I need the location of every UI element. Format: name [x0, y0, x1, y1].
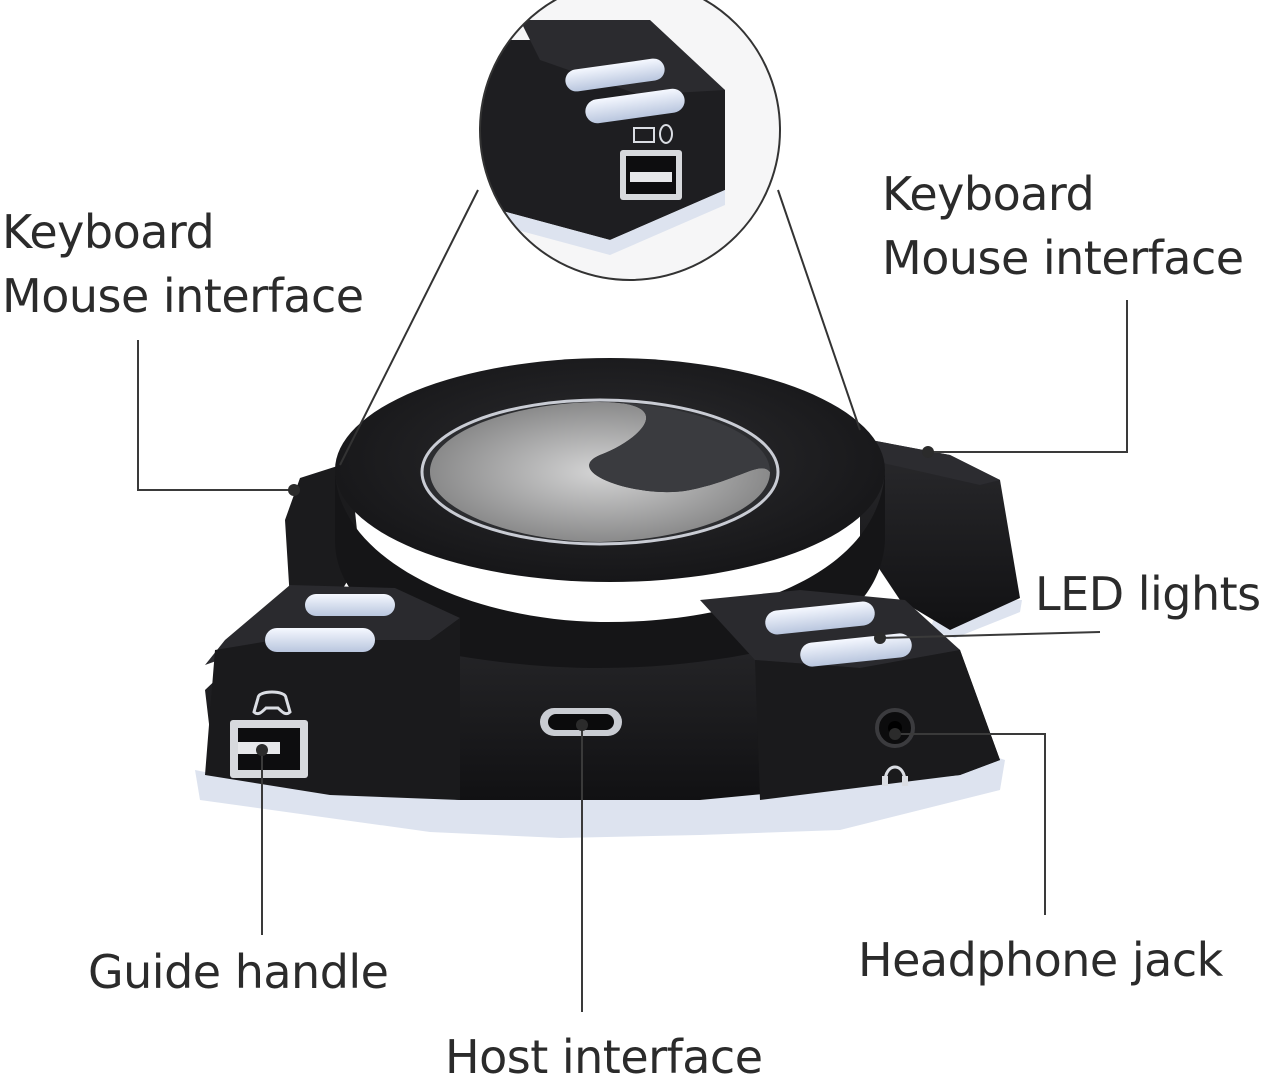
- gamepad-icon: [252, 690, 292, 716]
- leader-dots: [256, 446, 934, 756]
- leader-led: [879, 631, 1101, 639]
- label-keyboard-mouse-right-line1: Keyboard: [882, 167, 1095, 221]
- right-back-arm: [860, 438, 1020, 630]
- zoom-circle-frame: [479, 0, 781, 281]
- right-back-arm-top: [860, 438, 1000, 485]
- leader-top-right: [928, 300, 1128, 453]
- zoom-line-left: [339, 189, 479, 466]
- yin-yang-logo: [420, 398, 780, 546]
- label-keyboard-mouse-left-line2: Mouse interface: [2, 269, 364, 323]
- label-guide-handle: Guide handle: [88, 945, 389, 999]
- keyboard-mouse-icon: [633, 124, 673, 144]
- led-bar-1: [305, 594, 395, 616]
- base-glow-rim: [195, 745, 1005, 838]
- zoom-arm-top: [520, 20, 725, 95]
- label-headphone-jack: Headphone jack: [858, 933, 1223, 987]
- guide-handle-usb-port: [230, 720, 308, 778]
- label-keyboard-mouse-right-line2: Mouse interface: [882, 231, 1244, 285]
- leader-top-left: [137, 340, 294, 491]
- device: [195, 358, 1022, 838]
- headphone-icon: [882, 765, 908, 786]
- label-keyboard-mouse-left-line1: Keyboard: [2, 205, 215, 259]
- zoom-led-bar-1: [565, 58, 665, 92]
- left-front-arm-top: [205, 585, 460, 665]
- label-keyboard-mouse-left: Keyboard Mouse interface: [2, 200, 364, 328]
- label-led-lights: LED lights: [1035, 567, 1261, 621]
- leader-headphone: [895, 733, 1046, 915]
- zoom-led-bar-2: [585, 88, 685, 124]
- zoom-usb-port: [620, 150, 682, 200]
- leader-lines: [137, 300, 1128, 1012]
- led-bar-3: [765, 601, 875, 635]
- label-keyboard-mouse-right: Keyboard Mouse interface: [882, 162, 1244, 290]
- zoom-callout: [339, 0, 861, 466]
- left-back-arm: [285, 462, 360, 610]
- zoom-line-right: [777, 189, 861, 431]
- label-host-interface: Host interface: [445, 1030, 763, 1084]
- zoom-glow-base: [480, 190, 725, 255]
- led-bar-2: [265, 628, 375, 652]
